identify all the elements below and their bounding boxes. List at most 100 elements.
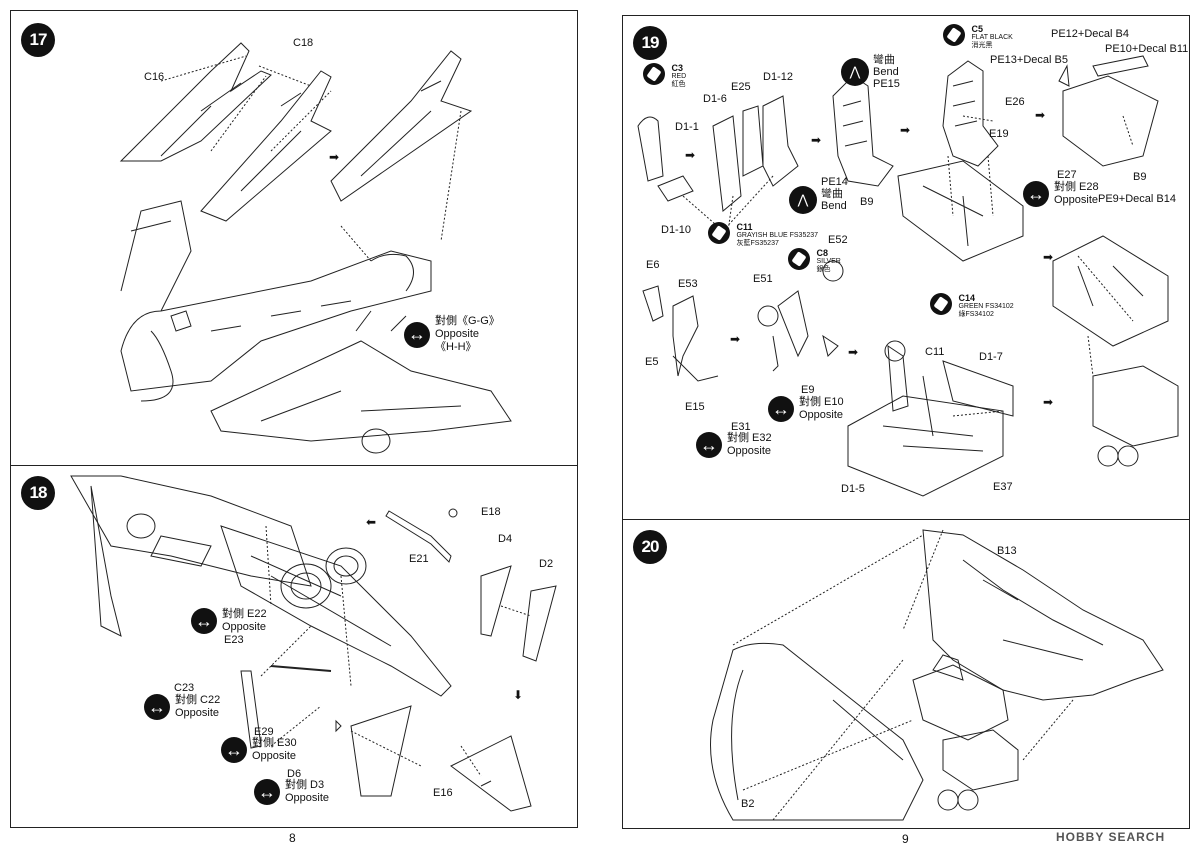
paint-silver: C8 SILVER 銀色 [788,248,841,274]
step-17-number: 17 [21,23,55,57]
paint-flat-black-code: C5 [971,24,983,34]
bend-pe14: ⋀ 彎曲 Bend [789,186,847,214]
svg-text:➡: ➡ [329,150,339,164]
label-c11: C11 [925,346,945,358]
label-e31: E31 [731,421,751,433]
step-18-panel: 18 [10,465,578,828]
paint-grayish-blue-code: C11 [736,222,753,232]
right-page: 19 [600,0,1200,851]
opp-e28-en: Opposite [1054,194,1099,206]
step-20-illustration [710,529,1164,821]
paint-brush-icon [643,63,665,85]
double-arrow-icon: ↔ [1023,181,1049,207]
paint-brush-icon [930,293,952,315]
opp-e22-cn: 對側 E22 [222,608,267,620]
paint-green-cn: 綠FS34102 [958,311,994,318]
label-e19: E19 [989,128,1009,140]
opp-d3-cn: 對側 D3 [285,779,325,791]
paint-brush-icon [943,24,965,46]
label-b13: B13 [997,545,1017,557]
paint-brush-icon [708,222,730,244]
paint-green: C14 GREEN FS34102 綠FS34102 [930,293,1014,319]
label-d1-5: D1-5 [841,483,865,495]
label-c23: C23 [174,682,195,694]
label-e25: E25 [731,81,751,93]
label-e51: E51 [753,273,773,285]
opp-e28-cn: 對側 E28 [1054,181,1099,193]
label-pe9: PE9+Decal B14 [1098,193,1176,205]
step-19-illustration: ➡ ➡ ➡ ➡ ➡ ➡ ➡ ➡ [637,55,1179,497]
paint-red-name: RED [671,73,687,80]
double-arrow-icon: ↔ [404,321,430,348]
double-arrow-icon: ↔ [696,432,722,458]
bend-pe14-en: Bend [821,200,847,212]
svg-text:➡: ➡ [730,332,740,346]
double-arrow-icon: ↔ [254,779,280,805]
double-arrow-icon: ↔ [221,737,247,763]
svg-text:➡: ➡ [1035,108,1045,122]
paint-silver-cn: 銀色 [816,266,831,273]
paint-red: C3 RED 紅色 [643,63,686,89]
label-b2: B2 [741,798,755,810]
opp-e30-en: Opposite [252,750,297,762]
svg-text:➡: ➡ [685,148,695,162]
label-c16: C16 [144,71,165,83]
bend-pe15-en: Bend [873,66,899,78]
label-pe10: PE10+Decal B11 [1105,43,1189,55]
opp-c22-en: Opposite [175,707,220,719]
opp-e32-cn: 對側 E32 [727,432,772,444]
opp-e22-en: Opposite [222,621,267,633]
label-pe14: PE14 [821,176,848,188]
label-e18: E18 [481,506,501,518]
step-18-illustration: ⬅ ⬇ [70,475,557,812]
paint-flat-black-name: FLAT BLACK [971,34,1013,41]
label-e23: E23 [224,634,244,646]
svg-text:➡: ➡ [1043,395,1053,409]
double-arrow-icon: ↔ [191,608,217,634]
label-d6: D6 [287,768,302,780]
opp-e32-en: Opposite [727,445,772,457]
svg-text:➡: ➡ [811,133,821,147]
paint-grayish-blue-name: GRAYISH BLUE FS35237 [736,232,819,239]
paint-red-cn: 紅色 [671,81,686,88]
step-17-panel: 17 [10,10,578,466]
opp-d3-en: Opposite [285,792,330,804]
bend-pe15: ⋀ 彎曲 Bend PE15 [841,54,900,90]
label-e5: E5 [645,356,659,368]
paint-red-code: C3 [671,63,683,73]
label-b9-right: B9 [1133,171,1147,183]
bend-icon: ⋀ [841,58,869,86]
label-d1-1: D1-1 [675,121,699,133]
paint-grayish-blue: C11 GRAYISH BLUE FS35237 灰藍FS35237 [708,222,818,248]
label-e53: E53 [678,278,698,290]
opposite-gg-en: Opposite [435,328,480,340]
double-arrow-icon: ↔ [768,396,794,422]
paint-green-name: GREEN FS34102 [958,303,1014,310]
svg-text:⬇: ⬇ [513,688,523,702]
svg-text:⬅: ⬅ [366,515,376,529]
paint-silver-name: SILVER [816,258,841,265]
step-19-number: 19 [633,26,667,60]
bend-icon: ⋀ [789,186,817,214]
label-e9: E9 [801,384,815,396]
bend-pe14-cn: 彎曲 [821,188,843,200]
label-e16: E16 [433,787,453,799]
step-20-panel: 20 B13 B2 [622,519,1190,829]
label-e37: E37 [993,481,1013,493]
page-number-left: 8 [289,831,296,845]
paint-flat-black-cn: 消光黑 [971,42,993,49]
step-20-number: 20 [633,530,667,564]
opp-e30-cn: 對側 E30 [252,737,297,749]
opposite-hh: 《H-H》 [435,341,477,353]
label-e26: E26 [1005,96,1025,108]
label-pe12: PE12+Decal B4 [1051,28,1129,40]
label-d1-6: D1-6 [703,93,727,105]
label-e52: E52 [828,234,848,246]
label-pe13: PE13+Decal B5 [990,54,1068,66]
